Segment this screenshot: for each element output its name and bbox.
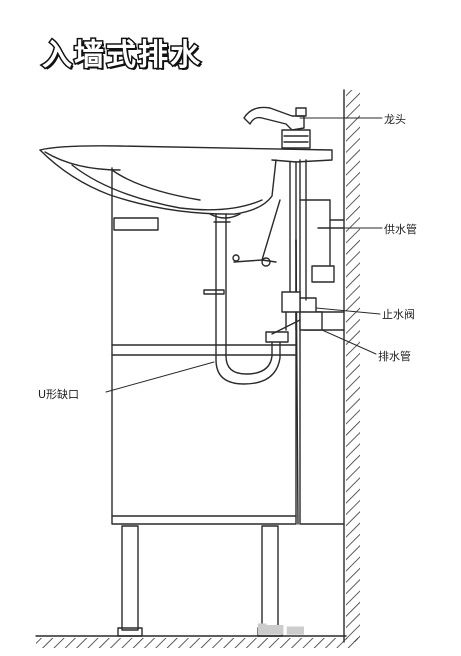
label-drain-pipe: 排水管 — [378, 350, 411, 363]
u-trap — [213, 213, 301, 385]
side-panel — [299, 159, 345, 525]
supply-pipes — [232, 161, 345, 301]
label-u-trap: U形缺口 — [38, 388, 80, 401]
diagram-title: 入墙式排水 — [41, 37, 202, 75]
floor — [35, 635, 358, 648]
wall — [343, 89, 360, 643]
label-faucet: 龙头 — [384, 113, 406, 126]
valve-and-drain — [281, 291, 345, 331]
cabinet — [111, 167, 299, 525]
basin — [39, 145, 333, 219]
legs — [117, 525, 283, 637]
label-stop-valve: 止水阀 — [382, 308, 415, 321]
leader-lines — [105, 117, 383, 393]
watermark: ▇▆▆ ▅▅ — [258, 622, 304, 635]
label-supply-pipe: 供水管 — [384, 223, 417, 236]
faucet — [243, 106, 311, 149]
